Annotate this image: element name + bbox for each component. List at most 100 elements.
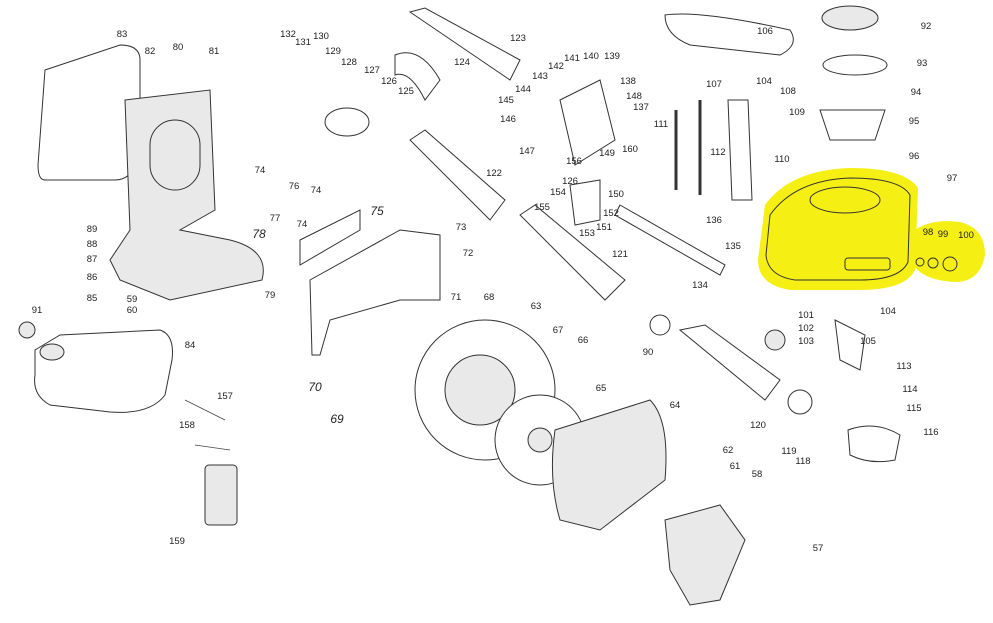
part-label-155: 155 (534, 202, 550, 213)
part-label-137: 137 (633, 102, 649, 113)
parts-98-100 (915, 256, 958, 272)
part-label-156: 156 (566, 156, 582, 167)
part-label-74: 74 (255, 165, 266, 176)
part-label-102: 102 (798, 323, 814, 334)
part-label-92: 92 (921, 21, 932, 32)
part-label-93: 93 (917, 58, 928, 69)
part-label-65: 65 (596, 383, 607, 394)
part-label-120: 120 (750, 420, 766, 431)
part-label-122: 122 (486, 168, 502, 179)
part-label-158: 158 (179, 420, 195, 431)
part-label-138: 138 (620, 76, 636, 87)
highlight-tank (758, 168, 985, 290)
part-label-71: 71 (451, 292, 462, 303)
part-label-159: 159 (169, 536, 185, 547)
part-label-126: 126 (381, 76, 397, 87)
part-label-108: 108 (780, 86, 796, 97)
part-label-88: 88 (87, 239, 98, 250)
part-label-84: 84 (185, 340, 196, 351)
part-label-142: 142 (548, 61, 564, 72)
tank-97 (765, 177, 911, 281)
part-label-74: 74 (297, 219, 308, 230)
part-label-103: 103 (798, 336, 814, 347)
part-label-58: 58 (752, 469, 763, 480)
part-label-121: 121 (612, 249, 628, 260)
part-label-125: 125 (398, 86, 414, 97)
part-label-104: 104 (756, 76, 772, 87)
part-label-76: 76 (289, 181, 300, 192)
part-label-149: 149 (599, 148, 615, 159)
part-label-112: 112 (710, 147, 725, 158)
part-label-90: 90 (643, 347, 654, 358)
part-label-153: 153 (579, 228, 595, 239)
part-label-104: 104 (880, 306, 896, 317)
part-label-68: 68 (484, 292, 495, 303)
part-label-144: 144 (515, 84, 531, 95)
part-label-124: 124 (454, 57, 470, 68)
part-label-148: 148 (626, 91, 642, 102)
part-label-81: 81 (209, 46, 220, 57)
part-label-140: 140 (583, 51, 599, 62)
part-label-67: 67 (553, 325, 564, 336)
part-label-154: 154 (550, 187, 566, 198)
part-label-135: 135 (725, 241, 741, 252)
part-illustrations (18, 5, 901, 606)
part-label-146: 146 (500, 114, 516, 125)
part-label-83: 83 (117, 29, 128, 40)
part-label-150: 150 (608, 189, 624, 200)
part-label-72: 72 (463, 248, 474, 259)
part-label-69: 69 (330, 412, 344, 426)
part-label-62: 62 (723, 445, 734, 456)
part-label-82: 82 (145, 46, 156, 57)
part-label-91: 91 (32, 305, 43, 316)
part-label-78: 78 (252, 227, 266, 241)
part-label-60: 60 (127, 305, 138, 316)
part-label-143: 143 (532, 71, 548, 82)
part-label-95: 95 (909, 116, 920, 127)
part-label-77: 77 (270, 213, 281, 224)
part-label-100: 100 (958, 230, 974, 241)
part-label-98: 98 (923, 227, 934, 238)
part-label-145: 145 (498, 95, 514, 106)
part-label-160: 160 (622, 144, 638, 155)
part-label-132: 132 (280, 29, 296, 40)
part-label-129: 129 (325, 46, 341, 57)
part-label-64: 64 (670, 400, 681, 411)
part-label-136: 136 (706, 215, 722, 226)
part-label-106: 106 (757, 26, 773, 37)
part-label-73: 73 (456, 222, 467, 233)
part-label-157: 157 (217, 391, 233, 402)
part-label-139: 139 (604, 51, 620, 62)
part-label-115: 115 (906, 403, 921, 414)
part-label-107: 107 (706, 79, 722, 90)
part-label-114: 114 (902, 384, 917, 395)
part-label-105: 105 (860, 336, 876, 347)
part-label-79: 79 (265, 290, 276, 301)
part-label-74: 74 (311, 185, 322, 196)
part-label-66: 66 (578, 335, 589, 346)
part-label-118: 118 (795, 456, 810, 467)
part-label-87: 87 (87, 254, 98, 265)
part-label-57: 57 (813, 543, 824, 554)
part-label-59: 59 (127, 294, 138, 305)
part-label-97: 97 (947, 173, 958, 184)
part-label-80: 80 (173, 42, 184, 53)
part-label-113: 113 (896, 361, 911, 372)
part-label-141: 141 (564, 53, 580, 64)
part-label-89: 89 (87, 224, 98, 235)
part-label-119: 119 (781, 446, 796, 457)
part-label-134: 134 (692, 280, 708, 291)
part-label-94: 94 (911, 87, 922, 98)
part-label-123: 123 (510, 33, 526, 44)
part-label-85: 85 (87, 293, 98, 304)
part-label-116: 116 (923, 427, 938, 438)
part-label-61: 61 (730, 461, 741, 472)
part-label-152: 152 (603, 208, 619, 219)
part-label-70: 70 (308, 380, 322, 394)
part-label-99: 99 (938, 229, 949, 240)
part-label-110: 110 (774, 154, 789, 165)
part-label-101: 101 (798, 310, 814, 321)
part-label-63: 63 (531, 301, 542, 312)
part-label-126: 126 (562, 176, 578, 187)
